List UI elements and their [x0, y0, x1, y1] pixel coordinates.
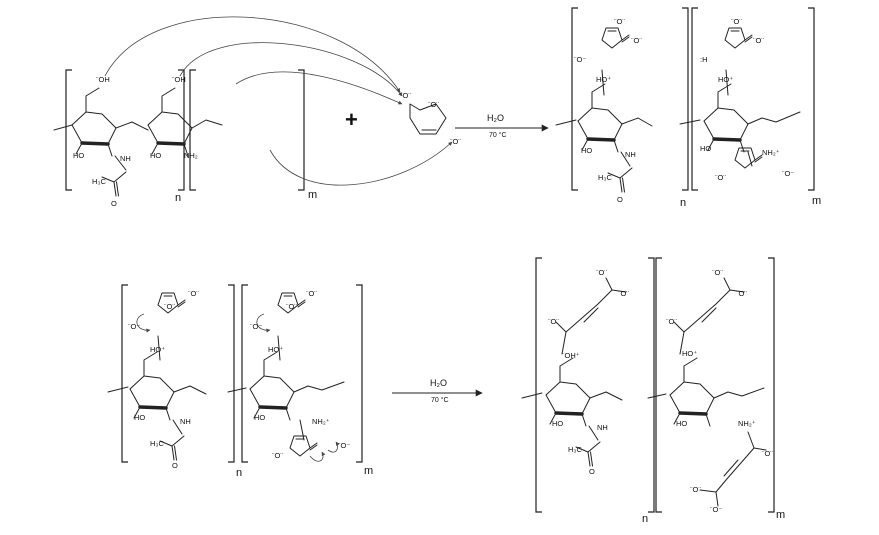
reaction-arrow-2: H₂O 70 °C: [392, 378, 483, 404]
arrow-top-label: H₂O: [487, 113, 504, 123]
bracket-m-right: [298, 69, 305, 191]
h3c-label: H₃C: [150, 439, 164, 448]
oh-plus-label: HO⁺: [682, 349, 697, 358]
nh2-plus-label: NH₂⁺: [762, 148, 780, 157]
o-label: ¨O¨: [715, 173, 726, 182]
ho-label: HO: [150, 151, 161, 160]
index-m: m: [776, 509, 785, 521]
oh-plus-label: HO⁺: [150, 345, 165, 354]
reaction-arrow-1: H₂O 70 °C: [455, 113, 549, 139]
o-minus-label: ¨O⁻: [710, 505, 722, 514]
nh2-label: NH₂: [184, 151, 198, 160]
o-label: O: [111, 199, 117, 208]
o-label: ¨O¨: [712, 268, 723, 277]
oh-plus-label: HO⁺: [718, 75, 733, 84]
o-label: O: [617, 195, 623, 204]
nh-label: NH: [597, 423, 608, 432]
attack-arrow-1: [104, 16, 401, 93]
index-m: m: [364, 465, 373, 477]
oh-plus-label: HO⁺: [596, 75, 611, 84]
o-minus-label: ¨O⁻: [574, 55, 586, 64]
arrow-bottom-label: 70 °C: [431, 396, 449, 404]
ho-label: HO: [700, 144, 711, 153]
ho-label: HO: [73, 151, 84, 160]
ho-label: HO: [134, 413, 145, 422]
o-label: ¨O¨: [690, 485, 701, 494]
o-label: ¨O¨: [188, 289, 199, 298]
o-label: ¨O¨: [762, 449, 773, 458]
nh2-plus-label: NH₂⁺: [738, 419, 756, 428]
o-minus-label: ¨O⁻: [338, 441, 350, 450]
oh-plus-label: HO⁺: [268, 345, 283, 354]
o-label: O: [589, 467, 595, 476]
intermediate-product: ¨O¨ ¨O¨ ¨O⁻ HO⁺ ¨O¨ ¨O¨ :H HO⁺ HO NH H₃C…: [555, 7, 821, 209]
plus-sign: +: [345, 107, 358, 132]
mechanism-intermediate: ¨O¨ ¨O¨ ¨O⁻ HO⁺ ¨O¨ ¨O¨ ¨O⁻ HO⁺ HO NH H₃…: [107, 284, 373, 479]
o-label: ¨O¨: [272, 451, 283, 460]
nh-label: NH: [625, 150, 636, 159]
h3c-label: H₃C: [92, 177, 106, 186]
attack-arrow-3: [235, 71, 403, 105]
ho-label: HO: [254, 413, 265, 422]
nh2-plus-label: NH₂⁺: [312, 417, 330, 426]
index-n: n: [175, 192, 181, 204]
ho-label: HO: [676, 419, 687, 428]
ho-label: HO: [581, 146, 592, 155]
o-label: ¨O¨: [631, 36, 642, 45]
o-label: ¨O¨: [666, 317, 677, 326]
oh-plus-label: ¨OH⁺: [562, 351, 580, 360]
oh-label: ¨OH: [96, 75, 110, 84]
chitosan-reactant: ¨OH ¨OH HO HO NH NH₂ H₃C O n m: [53, 16, 453, 208]
o-label: ¨O¨: [548, 317, 559, 326]
o-label: ¨O¨: [164, 302, 175, 311]
bracket-m-left: [189, 69, 196, 191]
o-label: ¨O¨: [753, 36, 764, 45]
o-minus-label: ¨O⁻: [128, 322, 140, 331]
o-label: ¨O¨: [596, 268, 607, 277]
o-minus-label: ¨O⁻: [782, 169, 794, 178]
o-label: ¨O¨: [306, 289, 317, 298]
h3c-label: H₃C: [568, 445, 582, 454]
o-label: ¨O¨: [614, 17, 625, 26]
arrow-bottom-label: 70 °C: [489, 131, 507, 139]
o-label: ¨O¨: [286, 302, 297, 311]
o-label: ¨O¨: [400, 91, 411, 100]
attack-arrow-2: [179, 42, 403, 97]
final-product: ¨O¨ ¨O¨ ¨O¨ ¨OH⁺ ¨O¨ ¨O¨ ¨O¨ HO⁺ HO NH H…: [521, 257, 785, 525]
h3c-label: H₃C: [598, 173, 612, 182]
ho-label: HO: [552, 419, 563, 428]
index-m: m: [308, 189, 317, 201]
nh-label: NH: [180, 417, 191, 426]
attack-arrow-4: [269, 141, 453, 186]
h-label: :H: [700, 55, 708, 64]
o-label: ¨O¨: [736, 289, 747, 298]
maleic-anhydride: ¨O¨ ¨O¨ ¨O¨: [400, 91, 461, 146]
bracket-n-left: [65, 69, 72, 191]
nh-label: NH: [120, 154, 131, 163]
oh-label: ¨OH: [172, 75, 186, 84]
index-m: m: [812, 195, 821, 207]
o-label: O: [172, 461, 178, 470]
o-label: ¨O¨: [731, 17, 742, 26]
index-n: n: [642, 513, 648, 525]
o-label: ¨O¨: [450, 137, 461, 146]
arrow-top-label: H₂O: [430, 378, 447, 388]
o-minus-label: ¨O⁻: [250, 322, 262, 331]
o-label: ¨O¨: [618, 289, 629, 298]
o-label: ¨O¨: [428, 100, 439, 109]
index-n: n: [680, 197, 686, 209]
bracket-n-right: [178, 69, 185, 191]
index-n: n: [236, 467, 242, 479]
